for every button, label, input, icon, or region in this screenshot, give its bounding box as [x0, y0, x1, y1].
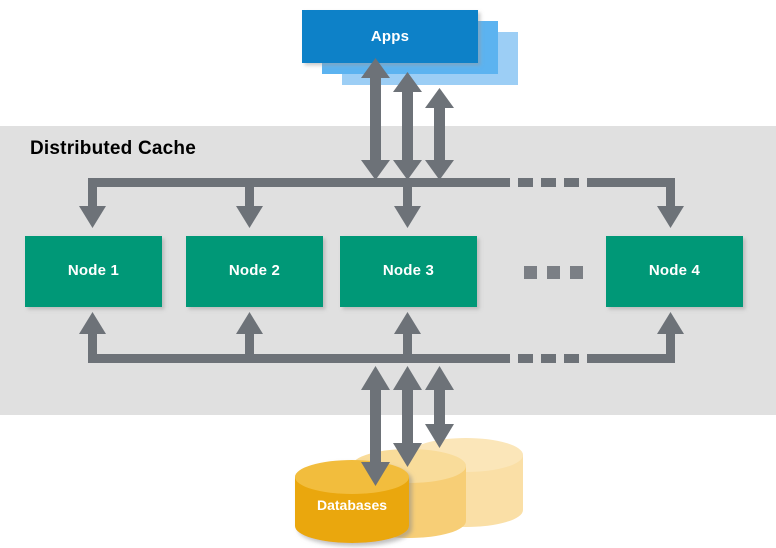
connector-apps-cache-1: [361, 58, 390, 180]
bottom-bus-leg-node-1: [79, 312, 106, 363]
databases-stack[interactable]: [295, 438, 523, 543]
databases-label: Databases: [316, 497, 388, 513]
node-box-3[interactable]: [340, 236, 477, 307]
distributed-cache-title: Distributed Cache: [30, 138, 196, 159]
top-bus-drop-node-2: [236, 178, 263, 228]
apps-box-front: [302, 10, 478, 63]
apps-cache-connectors: [361, 58, 454, 180]
ellipsis-top-bus: [518, 178, 579, 187]
node-box-4[interactable]: [606, 236, 743, 307]
connector-cache-db-2: [393, 366, 422, 467]
ellipsis-bottom-bus: [518, 354, 579, 363]
bottom-bus-leg-node-2: [236, 312, 263, 363]
connector-apps-cache-3: [425, 88, 454, 180]
top-bus-line-left: [88, 178, 510, 187]
top-bus-drop-node-1: [79, 178, 106, 228]
ellipsis-node-row: [524, 266, 583, 279]
top-bus-drop-node-3: [394, 178, 421, 228]
bottom-bus: [79, 312, 684, 363]
top-bus-drop-node-4: [657, 178, 684, 228]
node-box-2[interactable]: [186, 236, 323, 307]
bottom-bus-leg-node-3: [394, 312, 421, 363]
top-bus-line-right: [587, 178, 675, 187]
bottom-bus-leg-node-4: [657, 312, 684, 363]
connector-cache-db-1: [361, 366, 390, 486]
node-box-1[interactable]: [25, 236, 162, 307]
connector-cache-db-3: [425, 366, 454, 448]
bottom-bus-line-left: [88, 354, 510, 363]
connector-apps-cache-2: [393, 72, 422, 180]
bottom-bus-line-right: [587, 354, 675, 363]
top-bus: [79, 178, 684, 228]
node-boxes: [25, 236, 743, 307]
apps-stack[interactable]: [302, 10, 518, 85]
cache-databases-connectors: [361, 366, 454, 486]
